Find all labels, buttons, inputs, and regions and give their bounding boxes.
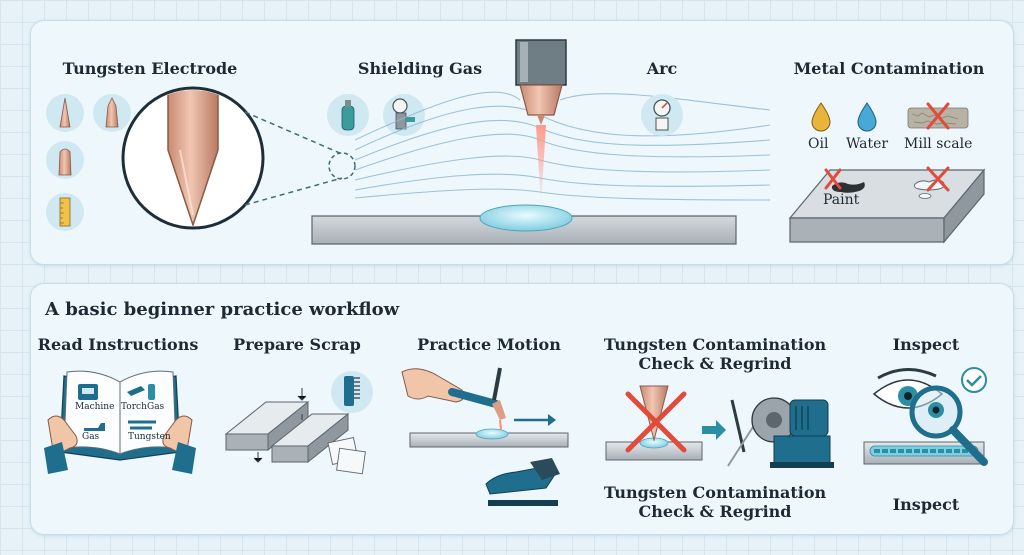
oil-label: Oil (808, 136, 829, 152)
water-drop-icon (857, 102, 877, 132)
book-torch-label: Torch (121, 402, 147, 412)
check-icon (961, 367, 987, 393)
book-gas-label-2: Gas (82, 432, 100, 442)
inspect (863, 367, 988, 466)
wire-brush-icon (331, 371, 373, 413)
mill-scale-label: Mill scale (904, 136, 973, 152)
scrap-metal (224, 388, 366, 475)
metal-contamination-label: Metal Contamination (793, 59, 985, 78)
tungsten-tip-icon (58, 148, 72, 176)
book-machine-label: Machine (75, 402, 115, 412)
shielding-gas-label: Shielding Gas (357, 59, 483, 78)
arrow-icon (702, 420, 726, 440)
foot-pedal-icon (485, 465, 555, 495)
contaminated-plate (788, 166, 986, 244)
tungsten-tip-icon (59, 97, 71, 128)
water-label: Water (846, 136, 889, 152)
book-gas-label: Gas (147, 402, 165, 412)
grinder-icon (751, 397, 834, 468)
tungsten-small-icons (46, 94, 131, 231)
tig-torch-icon (515, 39, 567, 205)
tungsten-magnified (121, 86, 356, 230)
shielding-gas-icons (327, 94, 425, 136)
paint-x-icon (824, 168, 842, 190)
bottom-panel (30, 283, 1014, 535)
step-tungsten-check: Tungsten Contamination Check & Regrind (603, 335, 827, 373)
base-plate (311, 204, 737, 245)
step-inspect: Inspect (892, 335, 960, 354)
arc-label: Arc (646, 59, 678, 78)
ruler-icon (59, 197, 71, 227)
gas-cylinder-icon (341, 105, 355, 131)
step-read-instructions: Read Instructions (37, 335, 199, 354)
practice-motion (401, 367, 569, 506)
book-icon (44, 370, 196, 474)
tungsten-electrode-label: Tungsten Electrode (62, 59, 238, 78)
repeat-inspect-label: Inspect (892, 495, 960, 514)
tungsten-tip-icon (105, 97, 119, 128)
oil-drop-icon (811, 102, 831, 132)
tig-torch-icon (448, 388, 500, 408)
step-prepare-scrap: Prepare Scrap (233, 335, 361, 354)
step-practice-motion: Practice Motion (417, 335, 561, 354)
magnifier-icon (909, 385, 988, 466)
tungsten-check (605, 385, 834, 468)
regulator-icon (392, 98, 408, 114)
gauge-icon (641, 94, 683, 136)
book-tungsten-label: Tungsten (128, 432, 171, 442)
workflow-title: A basic beginner practice workflow (45, 299, 400, 320)
paint-label: Paint (823, 192, 860, 208)
contaminant-icons (811, 102, 969, 132)
repeat-tungsten-label: Tungsten Contamination Check & Regrind (603, 483, 827, 521)
